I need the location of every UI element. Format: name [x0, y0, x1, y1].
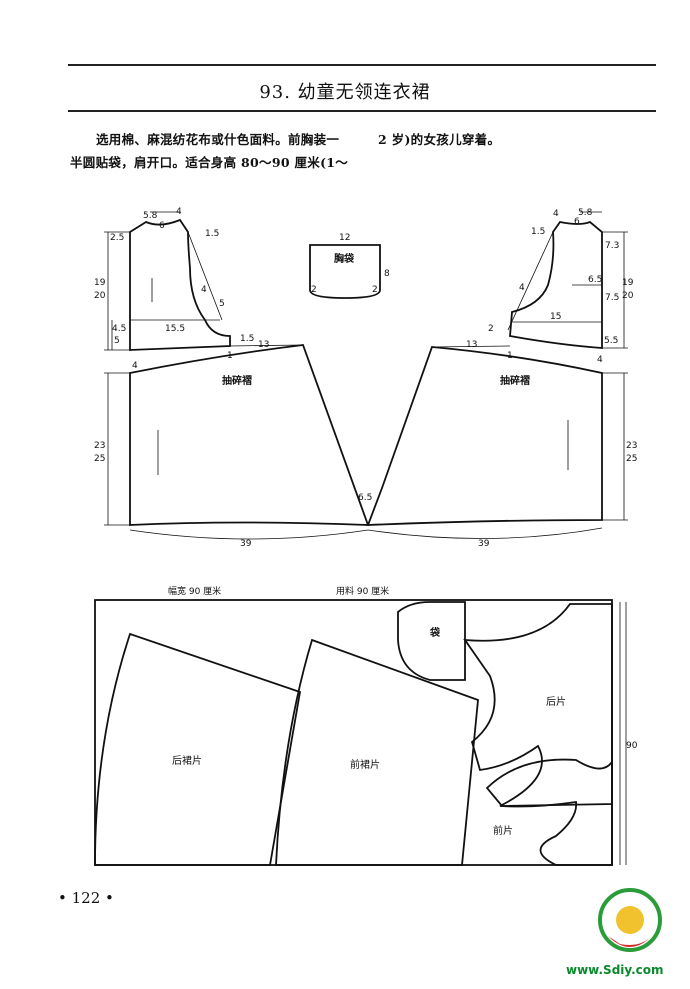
- dim-73-front: 7.3: [605, 241, 619, 251]
- dim-45-back: 4.5: [112, 324, 126, 334]
- dim-19-back: 19: [94, 278, 106, 288]
- dim-75-front: 7.5: [605, 293, 619, 303]
- gather-label-front: 抽碎褶: [500, 374, 530, 387]
- diy-logo: [598, 888, 662, 952]
- dim-5b-back: 5: [219, 299, 225, 309]
- dim-15b-front: 15: [550, 312, 561, 322]
- dim-15-back: 1.5: [205, 229, 219, 239]
- dim-2a-pocket: 2: [311, 285, 317, 295]
- fabric-length-label: 用料 90 厘米: [336, 585, 389, 597]
- dim-12-pocket: 12: [339, 233, 350, 243]
- intro-line-2: 半圆贴袋，肩开口。适合身高 80～90 厘米(1～: [70, 155, 349, 170]
- dim-25-back: 2.5: [110, 233, 124, 243]
- front-piece-label: 前片: [493, 824, 513, 837]
- layout-guides: [619, 602, 627, 865]
- dim-4b-back: 4: [201, 285, 207, 295]
- dim-15b-back: 1.5: [240, 334, 254, 344]
- back-bodice-outline: [129, 218, 231, 351]
- cutting-layout: [94, 599, 613, 866]
- dim-4c-back: 4: [132, 361, 138, 371]
- dim-2-front: 2: [488, 324, 494, 334]
- dim-19-front: 19: [622, 278, 634, 288]
- dim-23-back: 23: [94, 441, 105, 451]
- front-skirt-guides: [367, 345, 628, 539]
- layout-pocket-label: 袋: [429, 626, 441, 639]
- dim-55-front: 5.5: [604, 336, 618, 346]
- dim-2b-pocket: 2: [372, 285, 378, 295]
- page-number: • 122 •: [58, 889, 114, 907]
- dim-4-back: 4: [176, 207, 182, 217]
- top-rule: [68, 64, 656, 66]
- dim-13-front: 13: [466, 340, 477, 350]
- dim-65-center: 6.5: [358, 493, 372, 503]
- dim-8-pocket: 8: [384, 269, 390, 279]
- front-bodice-outline: [509, 220, 603, 349]
- dim-6-front: 6: [574, 217, 580, 227]
- dim-65-front: 6.5: [588, 275, 602, 285]
- back-skirt-outline: [129, 344, 370, 526]
- back-piece-label: 后片: [546, 695, 566, 708]
- dim-4-front: 4: [553, 209, 559, 219]
- dim-58-back: 5.8: [143, 211, 158, 221]
- front-skirt-outline: [366, 346, 603, 526]
- intro-line-1b: 2 岁)的女孩儿穿着。: [378, 132, 501, 147]
- dim-15-front: 1.5: [531, 227, 545, 237]
- dim-39-back: 39: [240, 539, 252, 549]
- intro-line-1: 选用棉、麻混纺花布或什色面料。前胸装一: [96, 132, 340, 147]
- dim-25b-back: 25: [94, 454, 105, 464]
- dim-4b-front: 4: [519, 283, 525, 293]
- length-90-label: 90: [626, 741, 638, 751]
- front-skirt-label: 前裙片: [350, 758, 380, 771]
- dim-25b-front: 25: [626, 454, 637, 464]
- dim-39-front: 39: [478, 539, 490, 549]
- fabric-width-label: 幅宽 90 厘米: [168, 585, 221, 597]
- dim-23-front: 23: [626, 441, 637, 451]
- dim-58-front: 5.8: [578, 208, 593, 218]
- dim-155-back: 15.5: [165, 324, 185, 334]
- dim-13-back: 13: [258, 340, 269, 350]
- front-bodice-guides: [507, 211, 628, 349]
- page-title: 93. 幼童无领连衣裙: [259, 82, 431, 103]
- watermark-url: www.Sdiy.com: [566, 963, 664, 977]
- back-bodice-guides: [104, 211, 223, 351]
- dim-20-front: 20: [622, 291, 634, 301]
- back-skirt-label: 后裙片: [172, 754, 202, 767]
- dim-4c-front: 4: [597, 355, 603, 365]
- back-skirt-guides: [104, 344, 369, 540]
- dim-6-back: 6: [159, 221, 165, 231]
- pocket-outline: [309, 244, 381, 299]
- pocket-label: 胸袋: [334, 252, 355, 265]
- gather-label-back: 抽碎褶: [222, 374, 252, 387]
- title-rule: [68, 110, 656, 112]
- dim-20-back: 20: [94, 291, 106, 301]
- dim-5-back: 5: [114, 336, 120, 346]
